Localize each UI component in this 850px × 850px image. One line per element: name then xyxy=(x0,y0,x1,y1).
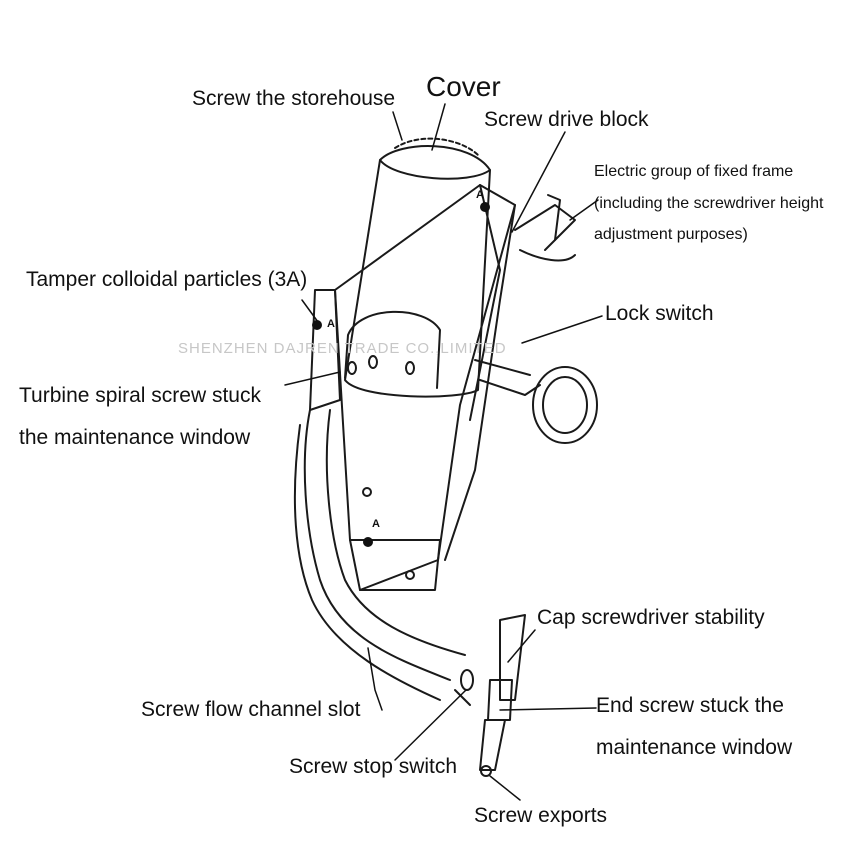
label-flow: Screw flow channel slot xyxy=(141,698,361,721)
marker-dot xyxy=(363,537,373,547)
hopper-top xyxy=(379,159,491,180)
watermark-text: SHENZHEN DAJREN TRADE CO.,LIMITED xyxy=(178,340,507,357)
nozzle xyxy=(499,614,526,701)
leader-exports xyxy=(489,775,521,801)
mount-bracket xyxy=(514,204,576,251)
leader-stop xyxy=(394,689,467,761)
marker-a-top: A xyxy=(476,189,484,201)
label-end-2: maintenance window xyxy=(596,736,793,759)
leader-storehouse xyxy=(392,111,403,141)
label-cap: Cap screwdriver stability xyxy=(537,606,765,629)
leader-drive-block xyxy=(511,131,566,233)
label-turbine-1: Turbine spiral screw stuck xyxy=(19,384,261,407)
side-panel xyxy=(309,289,341,411)
label-cover: Cover xyxy=(426,71,501,102)
cover-arc xyxy=(394,137,479,156)
leader-flow xyxy=(367,647,383,711)
label-stop: Screw stop switch xyxy=(289,755,458,778)
leader-lock xyxy=(521,315,603,344)
label-lock: Lock switch xyxy=(605,302,714,325)
label-tamper: Tamper colloidal particles (3A) xyxy=(26,268,308,291)
label-electric-1: Electric group of fixed frame xyxy=(594,163,794,180)
main-body xyxy=(334,184,516,591)
leader-cover xyxy=(431,103,446,151)
feed-channel xyxy=(303,409,451,681)
leader-cap xyxy=(507,629,536,663)
label-end-1: End screw stuck the xyxy=(596,694,784,717)
marker-dot xyxy=(312,320,322,330)
window-arch xyxy=(344,310,441,389)
label-exports: Screw exports xyxy=(474,804,608,827)
hopper-cylinder xyxy=(344,145,491,398)
label-storehouse: Screw the storehouse xyxy=(192,87,396,110)
marker-a-bottom: A xyxy=(372,518,380,530)
leader-turbine xyxy=(284,371,341,386)
handle-ring xyxy=(532,366,598,444)
label-electric-3: adjustment purposes) xyxy=(594,226,748,243)
label-turbine-2: the maintenance window xyxy=(19,426,251,449)
leader-electric xyxy=(569,199,599,221)
leader-tamper xyxy=(301,299,319,323)
marker-dot xyxy=(480,202,490,212)
leader-end xyxy=(499,707,597,711)
marker-a-left: A xyxy=(327,318,335,330)
label-drive-block: Screw drive block xyxy=(484,108,649,131)
label-electric-2: (including the screwdriver height xyxy=(594,195,824,212)
